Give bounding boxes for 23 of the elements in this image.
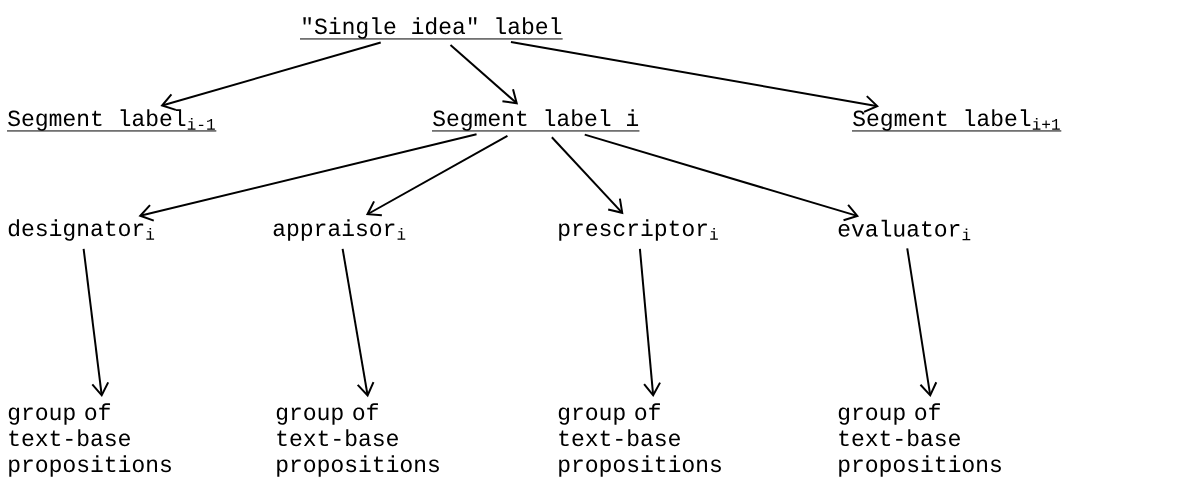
proposition-group-label: group of text-base propositions [558,403,721,477]
top-label: "Single idea" label [303,17,562,39]
arrow [365,134,509,217]
category-label: prescriptor$_{i}$ [559,219,718,241]
arrow [160,41,382,111]
segment-label: Segment label$_{i+1}$ [853,109,1060,131]
category-label: appraisor$_{i}$ [273,219,406,241]
arrow [449,43,519,105]
segment-label: Segment label$_{i-1}$ [8,109,215,131]
arrow [341,247,375,398]
category-label: evaluator$_{i}$ [838,219,971,241]
proposition-group-label: group of text-base propositions [8,403,171,477]
arrow [138,133,478,222]
arrow [583,133,860,222]
proposition-group-label: group of text-base propositions [838,403,1001,477]
arrow [638,247,662,398]
arrow [906,247,938,398]
category-label: designator$_{i}$ [8,219,155,241]
arrow [550,136,624,215]
arrow [509,40,879,113]
segment-label: Segment label i [433,109,639,131]
arrow [82,247,110,398]
proposition-group-label: group of text-base propositions [276,403,439,477]
